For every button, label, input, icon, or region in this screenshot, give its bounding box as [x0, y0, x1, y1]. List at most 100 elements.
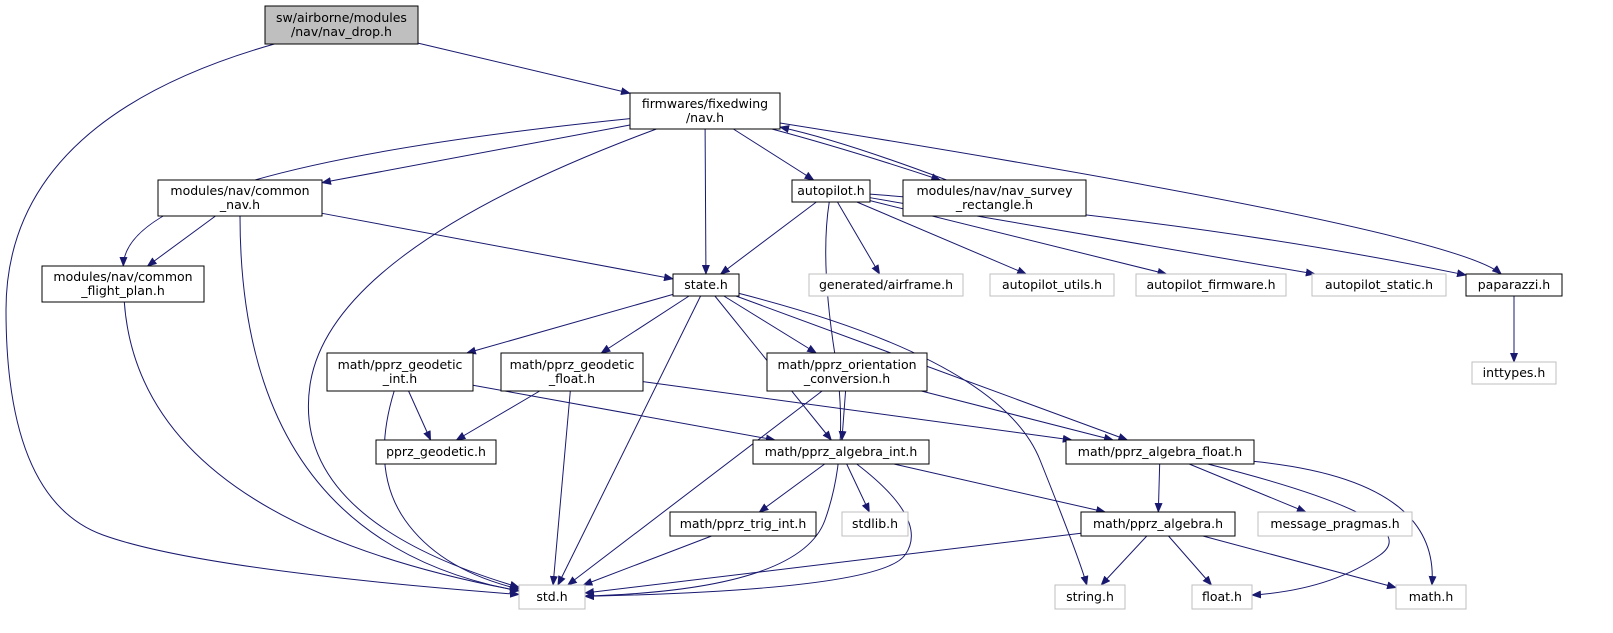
edge-alg_int-to-std [584, 463, 912, 601]
node-ap_utils: autopilot_utils.h [989, 273, 1115, 297]
node-label-ap_static: autopilot_static.h [1325, 277, 1433, 292]
node-survey_rect[interactable]: modules/nav/nav_survey_rectangle.h [902, 179, 1087, 217]
node-geo_float[interactable]: math/pprz_geodetic_float.h [500, 352, 644, 392]
node-box-ap_static [1311, 273, 1447, 297]
node-label-string: string.h [1066, 589, 1114, 604]
edge-trig_int-to-std [582, 535, 712, 586]
edge-autopilot-to-std [584, 201, 842, 600]
node-pprz_algebra[interactable]: math/pprz_algebra.h [1080, 511, 1236, 537]
node-label-stdlib: stdlib.h [852, 516, 898, 531]
node-box-survey_rect [902, 179, 1087, 217]
node-string: string.h [1054, 584, 1126, 610]
node-box-ap_utils [989, 273, 1115, 297]
edge-autopilot-to-state [719, 201, 817, 275]
node-label-common_nav: modules/nav/common [170, 183, 309, 198]
node-label-fw_nav: firmwares/fixedwing [642, 96, 768, 111]
node-box-geo_int [326, 352, 474, 392]
node-box-pprz_geodetic [375, 439, 497, 465]
node-label-alg_float: math/pprz_algebra_float.h [1078, 444, 1242, 459]
node-box-gen_airframe [808, 273, 964, 297]
edge-common_nav-to-state [321, 212, 674, 282]
node-trig_int[interactable]: math/pprz_trig_int.h [669, 511, 817, 537]
node-box-string [1054, 584, 1126, 610]
node-box-alg_int [752, 439, 930, 465]
node-fw_nav[interactable]: firmwares/fixedwing/nav.h [629, 92, 781, 130]
node-label-pprz_geodetic: pprz_geodetic.h [386, 444, 486, 459]
node-state[interactable]: state.h [672, 273, 740, 297]
node-label-geo_float: math/pprz_geodetic [510, 357, 635, 372]
edge-pprz_algebra-to-string [1100, 535, 1148, 586]
edge-survey_rect-to-fw_nav [779, 125, 947, 181]
edge-geo_float-to-std [549, 390, 571, 586]
node-label-orient: math/pprz_orientation [777, 357, 916, 372]
node-box-ap_firmware [1135, 273, 1287, 297]
edge-nav_drop-to-fw_nav [417, 42, 631, 96]
node-orient[interactable]: math/pprz_orientation_conversion.h [766, 352, 928, 392]
edge-alg_float-to-math [1253, 460, 1437, 586]
edge-state-to-string [738, 292, 1089, 586]
edge-alg_float-to-pprz_algebra [1154, 463, 1163, 513]
node-label-state: state.h [684, 277, 728, 292]
edge-fw_nav-to-autopilot [733, 128, 815, 181]
edge-pprz_algebra-to-std [584, 532, 1082, 596]
node-box-pprz_algebra [1080, 511, 1236, 537]
node-common_nav[interactable]: modules/nav/common_nav.h [157, 179, 323, 217]
node-box-autopilot [791, 179, 871, 203]
node-label-fw_nav: /nav.h [686, 110, 724, 125]
node-box-common_nav [157, 179, 323, 217]
node-common_fp[interactable]: modules/nav/common_flight_plan.h [41, 265, 205, 303]
node-label-inttypes: inttypes.h [1483, 365, 1546, 380]
node-box-orient [766, 352, 928, 392]
node-pprz_geodetic[interactable]: pprz_geodetic.h [375, 439, 497, 465]
node-gen_airframe: generated/airframe.h [808, 273, 964, 297]
node-box-float [1191, 584, 1253, 610]
node-label-geo_float: _float.h [548, 371, 595, 386]
node-label-math: math.h [1409, 589, 1454, 604]
node-label-trig_int: math/pprz_trig_int.h [680, 516, 807, 531]
edge-pprz_algebra-to-math [1202, 535, 1397, 590]
node-math: math.h [1395, 584, 1467, 610]
node-label-common_fp: _flight_plan.h [80, 283, 165, 298]
edge-fw_nav-to-state [701, 128, 710, 275]
node-box-trig_int [669, 511, 817, 537]
nodes-layer: sw/airborne/modules/nav/nav_drop.hfirmwa… [41, 5, 1563, 610]
node-alg_int[interactable]: math/pprz_algebra_int.h [752, 439, 930, 465]
node-box-std [518, 584, 586, 610]
edge-state-to-alg_float [735, 295, 1129, 441]
node-label-paparazzi: paparazzi.h [1478, 277, 1550, 292]
edge-orient-to-alg_float [921, 390, 1115, 442]
node-box-fw_nav [629, 92, 781, 130]
edge-alg_float-to-msg_pragmas [1188, 463, 1307, 513]
node-box-geo_float [500, 352, 644, 392]
node-paparazzi[interactable]: paparazzi.h [1465, 273, 1563, 297]
edge-common_fp-to-std [123, 301, 520, 594]
node-label-ap_firmware: autopilot_firmware.h [1146, 277, 1275, 292]
node-box-alg_float [1065, 439, 1255, 465]
edge-state-to-geo_float [600, 295, 690, 354]
edge-alg_int-to-pprz_algebra [893, 463, 1107, 514]
node-label-float: float.h [1202, 589, 1242, 604]
node-label-orient: _conversion.h [803, 371, 890, 386]
node-box-stdlib [841, 511, 909, 537]
edge-alg_float-to-float [1207, 463, 1390, 599]
node-label-nav_drop: /nav/nav_drop.h [291, 24, 392, 39]
edge-common_nav-to-common_fp [146, 215, 216, 267]
edge-alg_int-to-trig_int [758, 463, 825, 513]
node-autopilot[interactable]: autopilot.h [791, 179, 871, 203]
node-box-math [1395, 584, 1467, 610]
node-alg_float[interactable]: math/pprz_algebra_float.h [1065, 439, 1255, 465]
node-geo_int[interactable]: math/pprz_geodetic_int.h [326, 352, 474, 392]
node-ap_firmware: autopilot_firmware.h [1135, 273, 1287, 297]
node-nav_drop[interactable]: sw/airborne/modules/nav/nav_drop.h [264, 5, 419, 45]
edge-common_nav-to-std [239, 215, 520, 594]
edge-orient-to-std [566, 390, 823, 586]
node-label-common_fp: modules/nav/common [53, 269, 192, 284]
edge-geo_int-to-pprz_geodetic [408, 390, 432, 441]
node-ap_static: autopilot_static.h [1311, 273, 1447, 297]
edges-layer [5, 42, 1518, 601]
edge-geo_int-to-alg_int [472, 384, 776, 443]
node-std: std.h [518, 584, 586, 610]
node-label-alg_int: math/pprz_algebra_int.h [765, 444, 918, 459]
edge-nav_drop-to-std [5, 43, 520, 598]
